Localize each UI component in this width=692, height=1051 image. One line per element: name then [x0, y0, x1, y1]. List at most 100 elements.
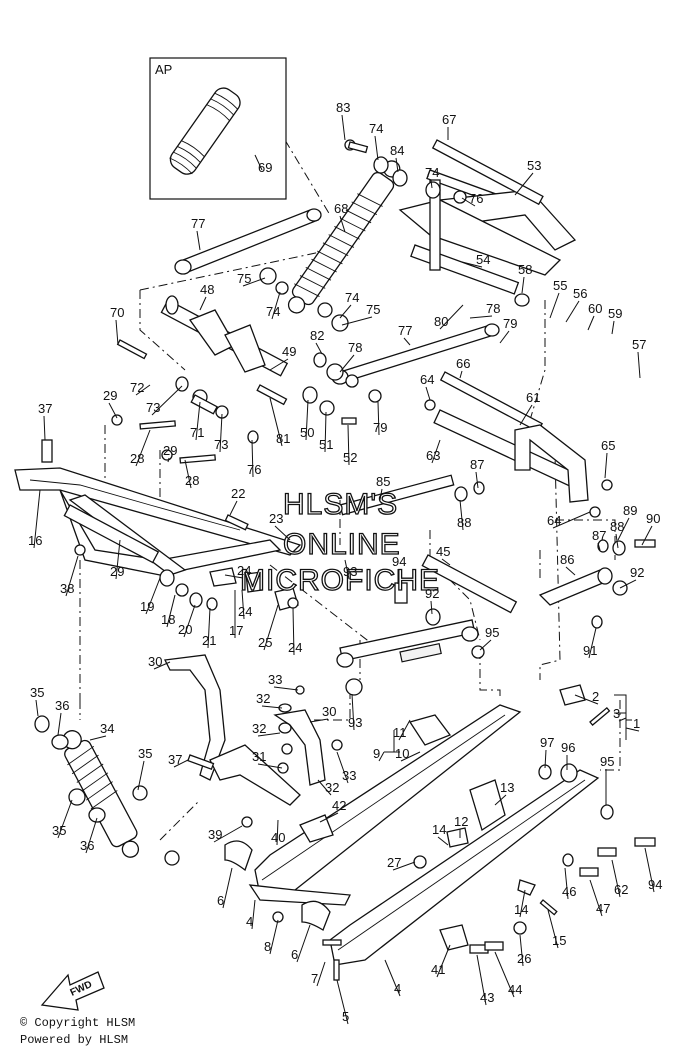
callout-94: 94 — [392, 554, 406, 569]
leader-52 — [347, 424, 350, 466]
callout-95: 95 — [485, 625, 499, 640]
callout-9: 9 — [373, 746, 380, 761]
leader-10 — [400, 751, 421, 762]
callout-93: 93 — [348, 715, 362, 730]
leader-43 — [476, 954, 487, 1006]
leader-77 — [196, 230, 201, 251]
leader-6 — [296, 924, 311, 963]
leader-72 — [135, 384, 151, 396]
callout-24: 24 — [237, 563, 251, 578]
callout-21: 21 — [202, 633, 216, 648]
leader-38 — [65, 555, 79, 597]
callout-67: 67 — [442, 112, 456, 127]
leader-37 — [173, 759, 189, 768]
bracket-30 — [164, 654, 226, 781]
leader-28 — [135, 429, 151, 467]
leader-33 — [336, 751, 349, 784]
callout-33: 33 — [268, 672, 282, 687]
leader-32 — [257, 732, 281, 737]
leader-30 — [309, 718, 329, 723]
callout-26: 26 — [517, 951, 531, 966]
leader-55 — [549, 292, 560, 319]
bolt-85 — [339, 474, 455, 516]
leader-88 — [459, 499, 464, 531]
leader-13 — [494, 794, 507, 806]
callout-55: 55 — [553, 278, 567, 293]
callout-73: 73 — [214, 437, 228, 452]
callout-95: 95 — [600, 754, 614, 769]
leader-92 — [430, 600, 433, 615]
callout-2: 2 — [592, 689, 599, 704]
leader-79 — [377, 401, 380, 436]
callout-72: 72 — [130, 380, 144, 395]
callout-64: 64 — [420, 372, 434, 387]
callout-leaders — [33, 114, 655, 1025]
leader-74 — [339, 304, 352, 319]
inset-label: AP — [155, 62, 172, 77]
callout-54: 54 — [476, 252, 490, 267]
callout-75: 75 — [237, 271, 251, 286]
leader-4 — [251, 899, 256, 930]
front-arm-axle — [160, 295, 289, 377]
leader-87 — [475, 471, 479, 489]
callout-88: 88 — [610, 519, 624, 534]
leader-65 — [604, 452, 608, 479]
leader-68 — [339, 215, 346, 233]
leader-11 — [398, 719, 411, 741]
leader-87 — [597, 542, 601, 551]
leader-15 — [547, 909, 559, 949]
leader-23 — [274, 525, 291, 541]
inset-part-number: 69 — [258, 160, 272, 175]
leader-35 — [57, 799, 73, 839]
leader-45 — [441, 558, 451, 566]
leader-42 — [319, 812, 339, 823]
bracket-61 — [514, 424, 589, 503]
callout-74: 74 — [425, 165, 439, 180]
leader-74 — [271, 291, 281, 320]
leader-76 — [461, 197, 476, 207]
callout-58: 58 — [518, 262, 532, 277]
leader-92 — [619, 579, 637, 589]
callout-78: 78 — [348, 340, 362, 355]
leader-62 — [611, 859, 621, 898]
callout-34: 34 — [100, 721, 114, 736]
leader-78 — [469, 315, 493, 319]
callout-42: 42 — [332, 798, 346, 813]
leader-81 — [269, 397, 283, 447]
callout-66: 66 — [456, 356, 470, 371]
leader-91 — [588, 627, 597, 659]
callout-23: 23 — [269, 511, 283, 526]
callout-96: 96 — [561, 740, 575, 755]
leader-33 — [273, 686, 299, 691]
callout-73: 73 — [146, 400, 160, 415]
callout-65: 65 — [601, 438, 615, 453]
callout-35: 35 — [30, 685, 44, 700]
callout-86: 86 — [560, 552, 574, 567]
callout-4: 4 — [394, 981, 401, 996]
leader-36 — [57, 712, 62, 736]
leader-84 — [395, 157, 399, 173]
callout-75: 75 — [366, 302, 380, 317]
callout-16: 16 — [28, 533, 42, 548]
callout-77: 77 — [191, 216, 205, 231]
leader-48 — [199, 296, 207, 311]
cross-shafts — [433, 371, 577, 487]
callout-18: 18 — [161, 612, 175, 627]
callout-25: 25 — [258, 635, 272, 650]
callout-20: 20 — [178, 622, 192, 637]
callout-87: 87 — [592, 528, 606, 543]
callout-4: 4 — [246, 914, 253, 929]
callout-88: 88 — [457, 515, 471, 530]
callout-92: 92 — [425, 586, 439, 601]
callout-64: 64 — [547, 513, 561, 528]
leader-75 — [341, 316, 373, 326]
leader-14 — [519, 889, 526, 918]
watermark-line-2: ONLINE — [283, 528, 401, 561]
callout-77: 77 — [398, 323, 412, 338]
leader-73 — [219, 413, 223, 453]
tie-rods — [174, 208, 500, 385]
leader-4 — [384, 959, 401, 997]
callout-62: 62 — [614, 882, 628, 897]
leader-78 — [339, 354, 355, 373]
callout-24: 24 — [288, 640, 302, 655]
